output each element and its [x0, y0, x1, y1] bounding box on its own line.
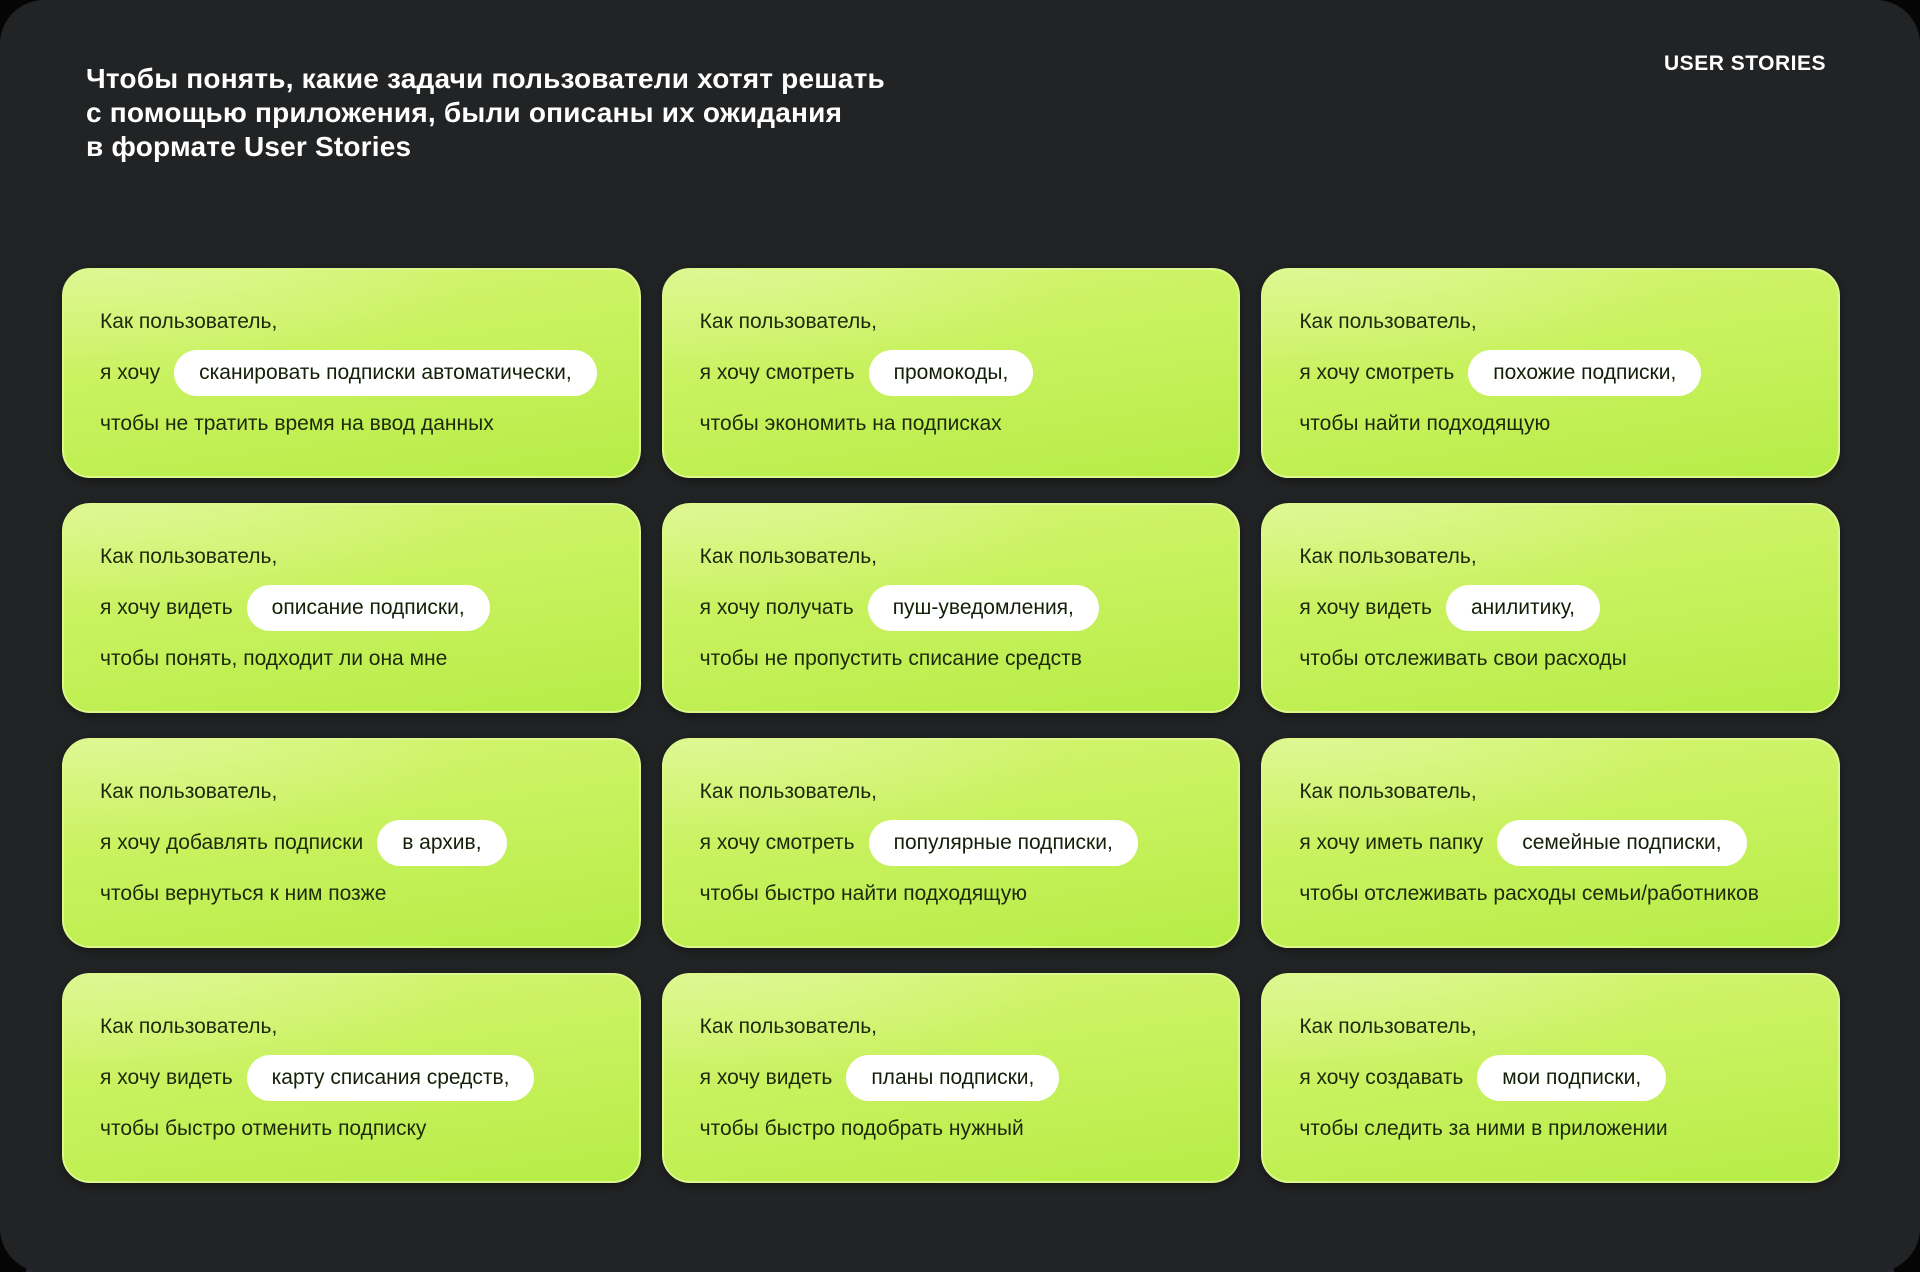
story-benefit: чтобы быстро найти подходящую: [699, 882, 1027, 905]
page-title-line: с помощью приложения, были описаны их ож…: [86, 97, 843, 128]
story-highlight-pill: описание подписки,: [246, 585, 490, 631]
story-highlight-pill: пуш-уведомления,: [867, 585, 1099, 631]
story-role: Как пользователь,: [699, 545, 877, 568]
story-highlight-pill: популярные подписки,: [868, 820, 1138, 866]
story-wish-prefix: я хочу видеть: [1299, 596, 1432, 619]
user-story-card: Как пользователь, я хочу видеть описание…: [62, 503, 641, 713]
section-badge: USER STORIES: [1664, 52, 1826, 75]
story-wish-row: я хочу сканировать подписки автоматическ…: [100, 350, 603, 396]
story-highlight-pill: промокоды,: [868, 350, 1034, 396]
story-highlight-pill: мои подписки,: [1477, 1055, 1667, 1101]
story-benefit: чтобы найти подходящую: [1299, 412, 1551, 435]
story-highlight-pill: похожие подписки,: [1468, 350, 1702, 396]
story-role: Как пользователь,: [699, 310, 877, 333]
user-story-card: Как пользователь, я хочу смотреть похожи…: [1261, 268, 1840, 478]
story-highlight-pill: анилитику,: [1445, 585, 1600, 631]
story-wish-row: я хочу видеть планы подписки,: [700, 1055, 1203, 1101]
story-wish-prefix: я хочу видеть: [100, 596, 233, 619]
story-highlight-pill: в архив,: [377, 820, 507, 866]
story-role: Как пользователь,: [100, 780, 278, 803]
story-wish-row: я хочу видеть описание подписки,: [100, 585, 603, 631]
story-role: Как пользователь,: [1299, 780, 1477, 803]
story-wish-row: я хочу создавать мои подписки,: [1299, 1055, 1802, 1101]
story-role: Как пользователь,: [100, 310, 278, 333]
user-story-card: Как пользователь, я хочу добавлять подпи…: [62, 738, 641, 948]
page-title: Чтобы понять, какие задачи пользователи …: [86, 62, 885, 164]
story-wish-prefix: я хочу создавать: [1299, 1066, 1464, 1089]
user-story-card: Как пользователь, я хочу видеть анилитик…: [1261, 503, 1840, 713]
story-highlight-pill: планы подписки,: [846, 1055, 1060, 1101]
user-stories-grid: Как пользователь, я хочу сканировать под…: [62, 268, 1840, 1183]
page-title-line: в формате User Stories: [86, 131, 412, 162]
story-benefit: чтобы экономить на подписках: [699, 412, 1002, 435]
story-wish-prefix: я хочу видеть: [100, 1066, 233, 1089]
story-role: Как пользователь,: [699, 780, 877, 803]
story-highlight-pill: семейные подписки,: [1497, 820, 1747, 866]
story-wish-prefix: я хочу смотреть: [1299, 361, 1455, 384]
user-story-card: Как пользователь, я хочу видеть карту сп…: [62, 973, 641, 1183]
story-highlight-pill: карту списания средств,: [246, 1055, 535, 1101]
story-benefit: чтобы отслеживать расходы семьи/работник…: [1299, 882, 1759, 905]
story-wish-row: я хочу добавлять подписки в архив,: [100, 820, 603, 866]
page-title-line: Чтобы понять, какие задачи пользователи …: [86, 63, 885, 94]
story-wish-row: я хочу смотреть популярные подписки,: [700, 820, 1203, 866]
story-role: Как пользователь,: [1299, 545, 1477, 568]
story-benefit: чтобы понять, подходит ли она мне: [100, 647, 448, 670]
story-benefit: чтобы быстро подобрать нужный: [699, 1117, 1024, 1140]
story-role: Как пользователь,: [1299, 310, 1477, 333]
story-benefit: чтобы не пропустить списание средств: [699, 647, 1082, 670]
story-role: Как пользователь,: [699, 1015, 877, 1038]
story-wish-prefix: я хочу иметь папку: [1299, 831, 1484, 854]
story-highlight-pill: сканировать подписки автоматически,: [174, 350, 597, 396]
story-wish-row: я хочу получать пуш-уведомления,: [700, 585, 1203, 631]
story-wish-prefix: я хочу: [100, 361, 161, 384]
story-wish-prefix: я хочу добавлять подписки: [100, 831, 364, 854]
story-benefit: чтобы вернуться к ним позже: [100, 882, 387, 905]
user-story-card: Как пользователь, я хочу сканировать под…: [62, 268, 641, 478]
user-story-card: Как пользователь, я хочу получать пуш-ув…: [661, 503, 1241, 713]
story-benefit: чтобы не тратить время на ввод данных: [100, 412, 494, 435]
story-wish-prefix: я хочу видеть: [699, 1066, 833, 1089]
story-wish-prefix: я хочу смотреть: [699, 831, 855, 854]
user-story-card: Как пользователь, я хочу смотреть промок…: [661, 268, 1241, 478]
story-wish-prefix: я хочу получать: [699, 596, 854, 619]
story-wish-row: я хочу видеть анилитику,: [1299, 585, 1802, 631]
story-wish-prefix: я хочу смотреть: [699, 361, 855, 384]
story-wish-row: я хочу смотреть промокоды,: [700, 350, 1203, 396]
story-benefit: чтобы быстро отменить подписку: [100, 1117, 427, 1140]
story-wish-row: я хочу видеть карту списания средств,: [100, 1055, 603, 1101]
user-story-card: Как пользователь, я хочу создавать мои п…: [1261, 973, 1840, 1183]
story-wish-row: я хочу иметь папку семейные подписки,: [1299, 820, 1802, 866]
user-story-card: Как пользователь, я хочу видеть планы по…: [661, 973, 1241, 1183]
story-benefit: чтобы следить за ними в приложении: [1299, 1117, 1668, 1140]
story-role: Как пользователь,: [1299, 1015, 1477, 1038]
user-story-card: Как пользователь, я хочу иметь папку сем…: [1261, 738, 1840, 948]
story-benefit: чтобы отслеживать свои расходы: [1299, 647, 1627, 670]
story-role: Как пользователь,: [100, 545, 278, 568]
user-story-card: Как пользователь, я хочу смотреть популя…: [661, 738, 1241, 948]
story-wish-row: я хочу смотреть похожие подписки,: [1299, 350, 1802, 396]
story-role: Как пользователь,: [100, 1015, 278, 1038]
